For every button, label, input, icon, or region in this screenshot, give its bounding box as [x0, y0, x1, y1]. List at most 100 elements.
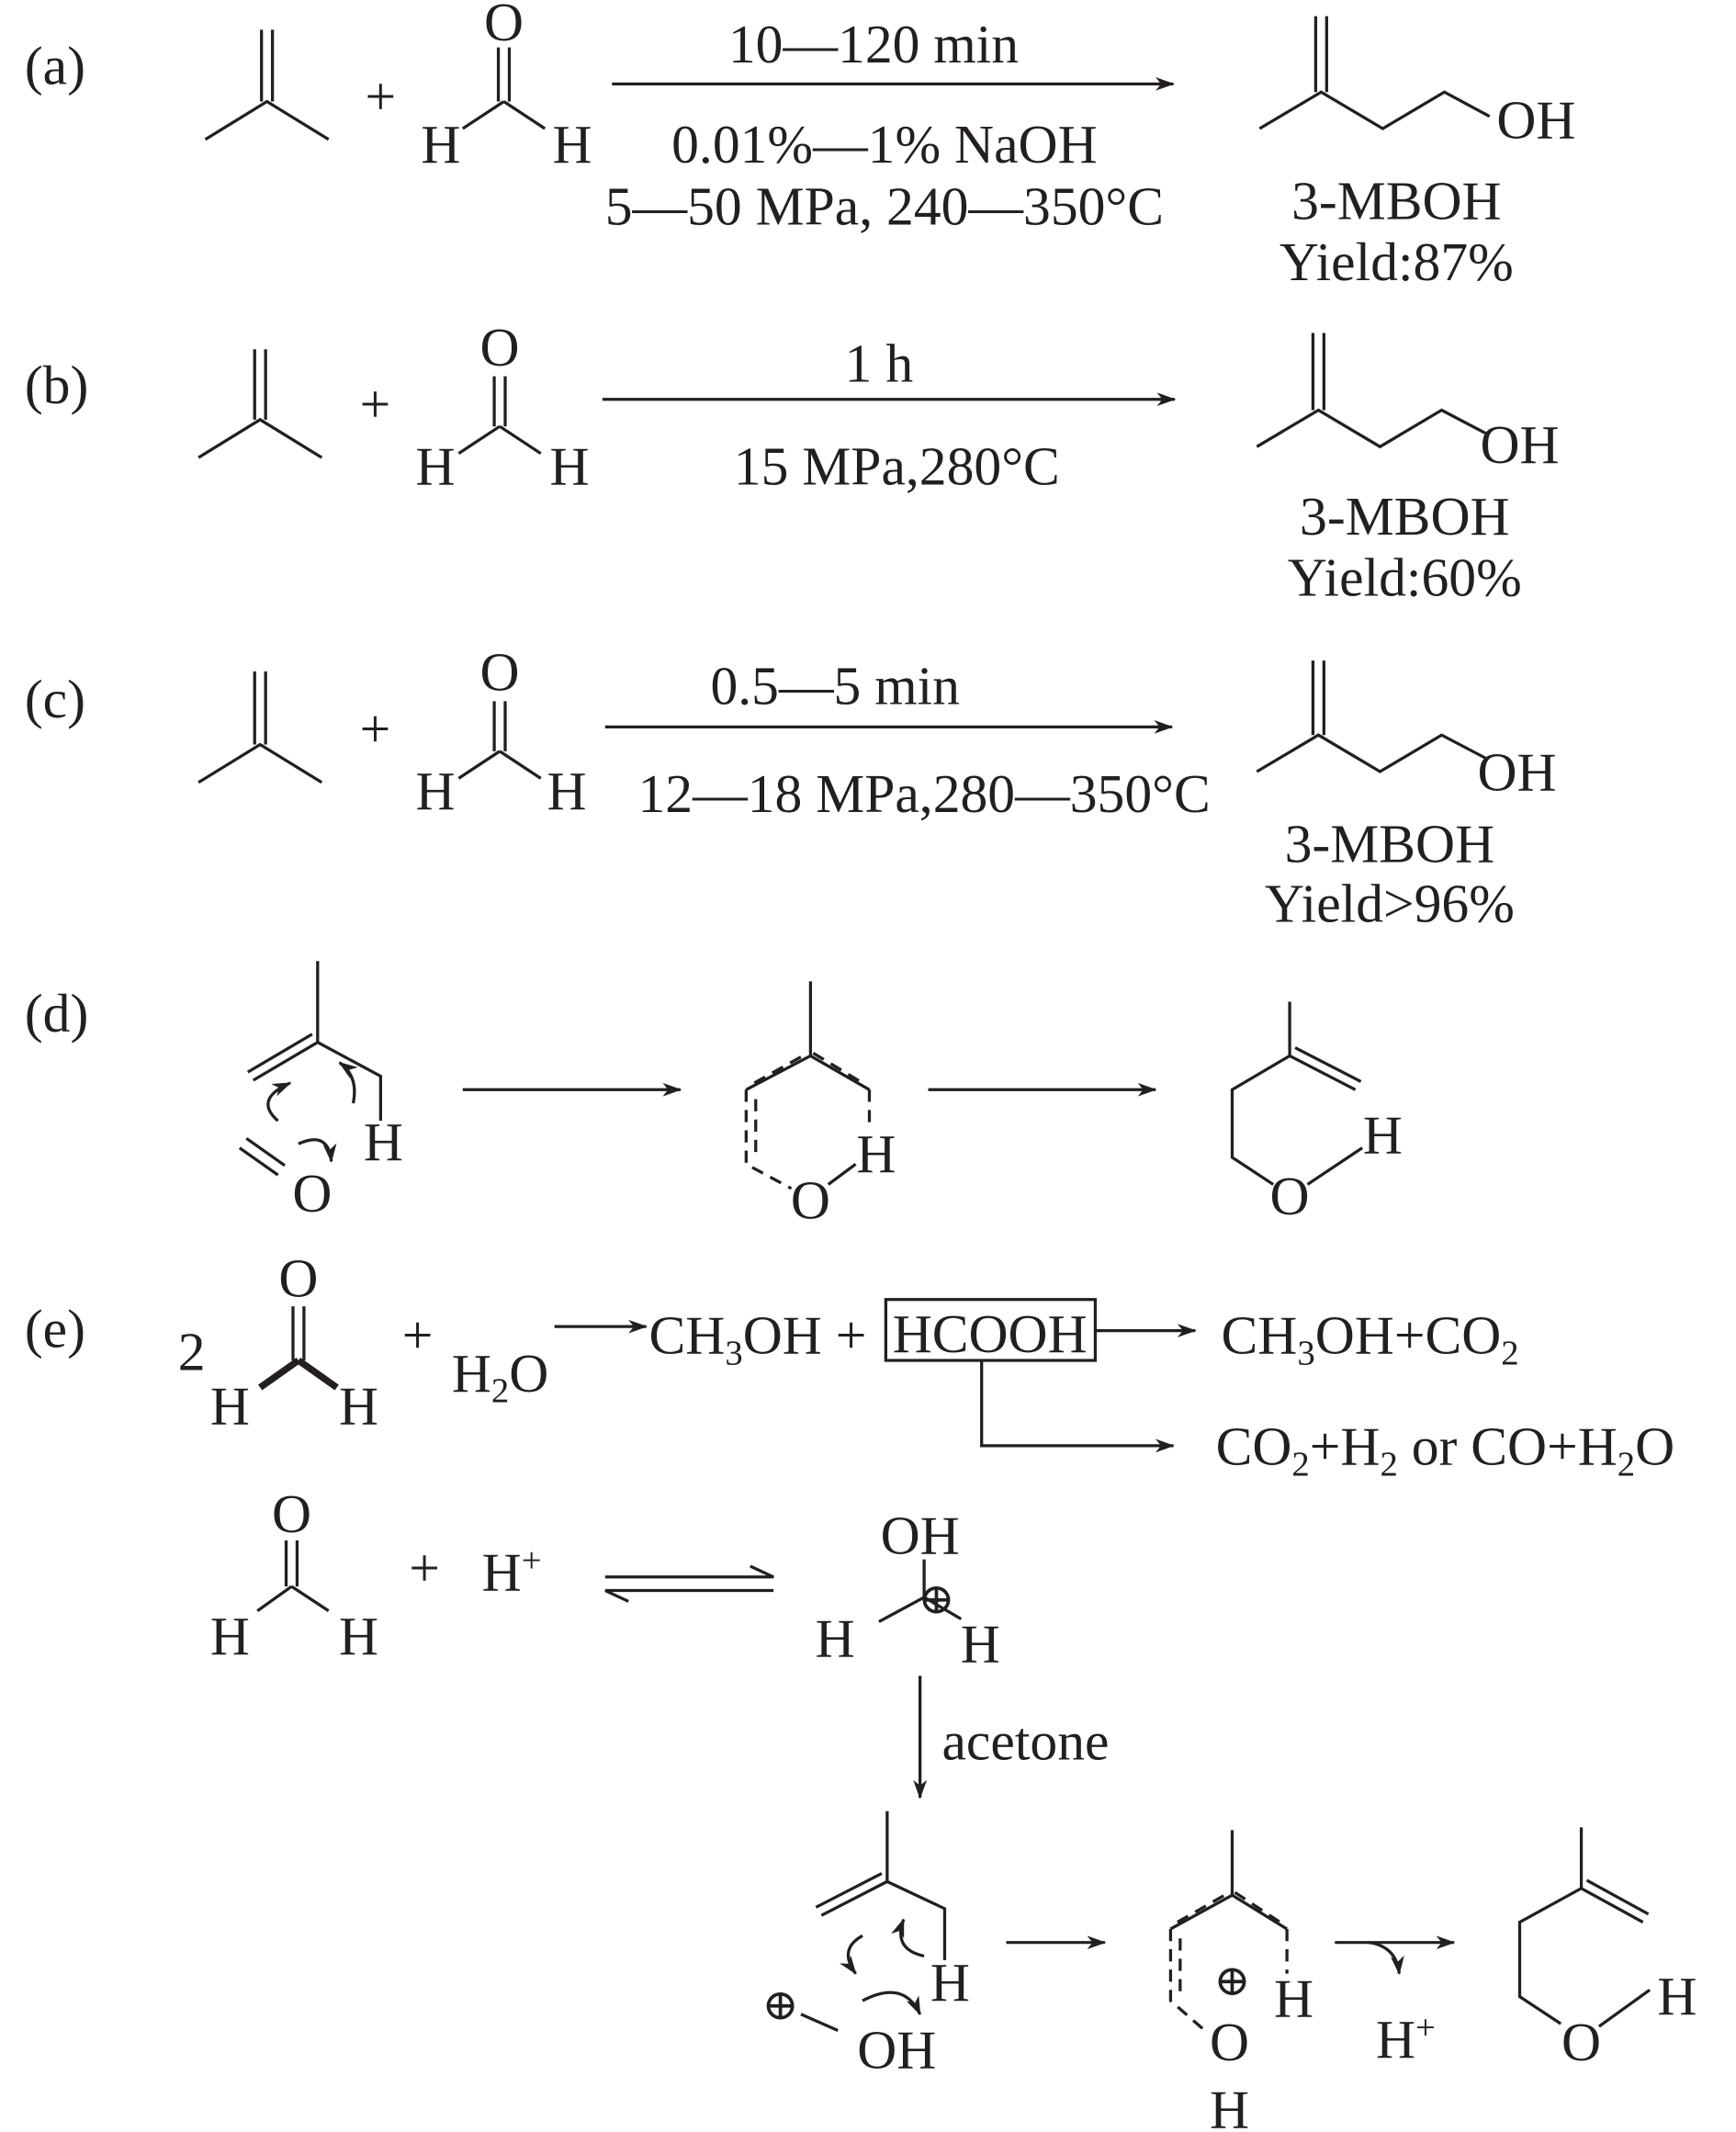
protonated-transition-state: ⊕ H O H	[1168, 1830, 1313, 2132]
panel-label: (a)	[25, 36, 85, 96]
hydrogen-atom: H	[930, 1952, 970, 2013]
panel-e: (e) 2 O H H + H2O CH3OH + HCOOH CH3OH+CO…	[25, 1248, 1697, 2132]
hydrogen-atom: H	[339, 1606, 378, 1666]
product-yield: Yield:87%	[1279, 231, 1514, 292]
product-3-mboh-structure: OH	[1256, 660, 1557, 803]
formaldehyde-structure: O H H	[415, 642, 586, 821]
panel-a: (a) + O H H 10—120 min 0.01%—1% NaOH 5—5…	[25, 0, 1576, 292]
hydrogen-atom: H	[856, 1123, 896, 1184]
panel-d: (d) H O O H O H	[25, 961, 1403, 1230]
condition-pressure-temp: 5—50 MPa, 240—350°C	[605, 176, 1164, 237]
formaldehyde-structure: O H H	[415, 317, 589, 496]
plus-sign: +	[366, 67, 397, 128]
oxygen-atom: O	[1210, 2012, 1249, 2072]
oxygen-atom: O	[272, 1483, 311, 1544]
isobutylene-structure	[197, 349, 323, 459]
oxygen-atom: O	[1270, 1166, 1310, 1226]
plus-sign: +	[409, 1538, 440, 1598]
hydrogen-atom: H	[1210, 2080, 1249, 2132]
oxygen-atom: O	[484, 0, 524, 52]
hydroxyl-group: OH	[857, 2020, 936, 2081]
ene-transition-reactants-protonated: H ⊕ OH	[762, 1811, 970, 2081]
curved-arrow	[891, 1918, 925, 1958]
curved-arrow	[862, 1991, 922, 2016]
product-name: 3-MBOH	[1300, 486, 1509, 547]
hydroxyl-group: OH	[1496, 90, 1575, 151]
condition-time: 0.5—5 min	[710, 656, 960, 716]
isobutylene-structure	[197, 671, 323, 784]
hydrogen-atom: H	[816, 1608, 855, 1669]
branch-arrow	[980, 1360, 1175, 1453]
formaldehyde-structure: O H H	[210, 1483, 378, 1665]
product-structure: O H	[1517, 1827, 1697, 2072]
oxygen-atom: O	[292, 1163, 332, 1224]
product-methanol-co2: CH3OH+CO2	[1222, 1305, 1519, 1372]
plus-sign: +	[402, 1305, 434, 1366]
oxygen-atom: O	[480, 642, 520, 703]
condition-time: 1 h	[845, 333, 914, 394]
ene-transition-reactants: H O	[238, 961, 403, 1224]
formaldehyde-structure: O H H	[421, 0, 592, 175]
six-membered-transition-state: O H	[744, 981, 896, 1231]
hydroxyl-group: OH	[881, 1506, 960, 1566]
panel-c: (c) + O H H 0.5—5 min 12—18 MPa,280—350°…	[25, 642, 1557, 934]
oxygen-atom: O	[480, 317, 520, 378]
product-name: 3-MBOH	[1285, 814, 1494, 874]
product-3-mboh-structure: OH	[1256, 333, 1560, 475]
condition-time: 10—120 min	[728, 14, 1019, 74]
oxygen-atom: O	[791, 1170, 830, 1231]
hydrogen-atom: H	[364, 1111, 403, 1172]
hydrogen-atom: H	[1657, 1966, 1697, 2026]
product-yield: Yield>96%	[1265, 874, 1515, 934]
hydroxyl-group: OH	[1480, 414, 1559, 475]
plus-sign: +	[360, 374, 391, 434]
hydrogen-atom: H	[339, 1376, 378, 1437]
hydroxyl-group: OH	[1477, 742, 1556, 803]
plus-sign: +	[360, 699, 391, 760]
hydrogen-atom: H	[415, 436, 455, 497]
positive-charge-icon: ⊕	[762, 1982, 799, 2030]
stoichiometric-coefficient: 2	[178, 1322, 206, 1382]
released-proton: H+	[1376, 2009, 1436, 2070]
panel-label: (b)	[25, 355, 89, 415]
oxygen-atom: O	[1561, 2012, 1601, 2072]
hydrogen-atom: H	[961, 1614, 1000, 1675]
product-name: 3-MBOH	[1291, 171, 1501, 231]
condition-pressure-temp: 15 MPa,280°C	[734, 436, 1060, 497]
product-yield: Yield:60%	[1288, 547, 1522, 608]
proton-release-arrow	[1369, 1941, 1404, 1976]
water: H2O	[452, 1343, 548, 1410]
condition-pressure-temp: 12—18 MPa,280—350°C	[638, 763, 1211, 824]
panel-label: (e)	[25, 1299, 85, 1359]
decomposition-products: CO2+H2 or CO+H2O	[1216, 1416, 1675, 1483]
curved-arrow	[266, 1081, 292, 1122]
positive-charge-icon: ⊕	[919, 1576, 955, 1624]
formic-acid: HCOOH	[893, 1303, 1088, 1364]
hydrogen-atom: H	[547, 761, 587, 822]
methanol: CH3OH +	[649, 1305, 867, 1372]
hydrogen-atom: H	[421, 114, 460, 175]
curved-arrow	[338, 1061, 358, 1104]
proton: H+	[482, 1541, 542, 1602]
acetone-label: acetone	[941, 1711, 1109, 1772]
hydrogen-atom: H	[415, 761, 455, 822]
hydrogen-atom: H	[1363, 1105, 1403, 1166]
panel-label: (c)	[25, 669, 85, 729]
hydrogen-atom: H	[553, 114, 592, 175]
curved-arrow	[840, 1934, 863, 1975]
hydrogen-atom: H	[1274, 1968, 1313, 2029]
hydrogen-atom: H	[210, 1376, 250, 1437]
formaldehyde-structure: O H H	[210, 1248, 378, 1436]
isobutylene-structure	[204, 29, 330, 141]
equilibrium-arrows	[604, 1564, 774, 1603]
positive-charge-icon: ⊕	[1214, 1957, 1251, 2005]
hydrogen-atom: H	[210, 1606, 250, 1666]
product-3-mboh-structure: OH	[1258, 16, 1575, 151]
product-structure: O H	[1230, 1001, 1403, 1226]
protonated-formaldehyde: OH ⊕ H H	[816, 1506, 1000, 1675]
condition-catalyst: 0.01%—1% NaOH	[671, 114, 1097, 175]
panel-b: (b) + O H H 1 h 15 MPa,280°C OH 3-MBOH Y…	[25, 317, 1560, 607]
panel-label: (d)	[25, 983, 89, 1043]
curved-arrow	[298, 1138, 337, 1163]
